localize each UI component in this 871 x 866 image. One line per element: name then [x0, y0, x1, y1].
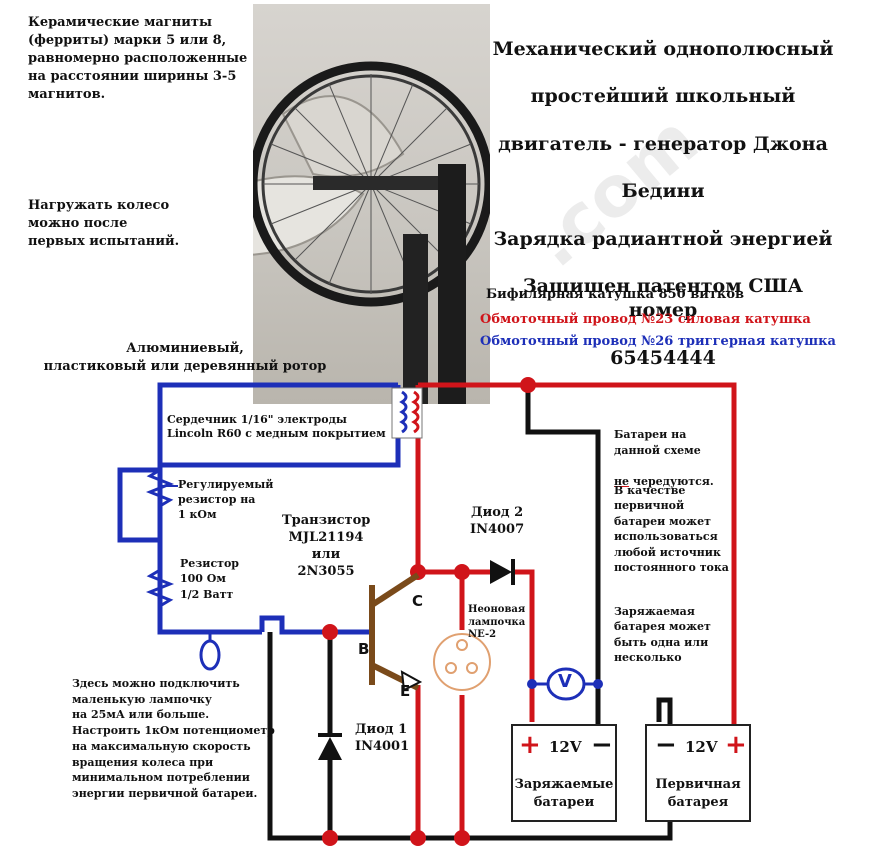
pin-e-label: E	[400, 682, 411, 700]
resistor-label: Резистор 100 Ом 1/2 Ватт	[180, 557, 239, 601]
charge-battery: + 12V − Заряжаемые батареи	[511, 724, 617, 822]
rotor-note: Алюминиевый, пластиковый или деревянный …	[43, 341, 327, 375]
diode2-symbol	[490, 559, 515, 585]
magnets-note: Керамические магниты (ферриты) марки 5 и…	[28, 15, 248, 102]
title-line-4: Бедини	[621, 180, 705, 203]
transistor-label: Транзистор MJL21194 или 2N3055	[282, 513, 371, 580]
load-wheel-note: Нагружать колесо можно после первых испы…	[28, 198, 180, 249]
wire-power-note: Обмоточный провод №23 силовая катушка	[480, 312, 811, 327]
neon-label: Неоновая лампочка NE-2	[468, 604, 526, 640]
primary-battery-label: Первичная батарея	[655, 777, 741, 810]
battery-note-part-2: чередуются.	[629, 474, 714, 488]
diode1-label: Диод 1 IN4001	[355, 722, 410, 754]
title-line-3: двигатель - генератор Джона	[498, 132, 828, 155]
title-line-2: простейший школьный	[530, 85, 796, 108]
variable-resistor-label: Регулируемый резистор на 1 кОм	[178, 478, 274, 521]
title-line-5: Зарядка радиантной энергией	[493, 227, 833, 250]
title-line-7: 65454444	[610, 346, 716, 369]
battery-note-part-1: Батареи на данной схеме	[614, 428, 701, 457]
charge-battery-label: Заряжаемые батареи	[514, 777, 614, 810]
variable-resistor-symbol	[145, 468, 175, 508]
resistor-symbol	[145, 568, 175, 608]
title-line-6: Защищен патентом США номер	[522, 275, 804, 321]
bulb-symbol	[199, 632, 221, 671]
primary-battery-voltage: 12V	[685, 738, 718, 756]
diode1-symbol	[318, 733, 342, 760]
battery-note: Батареи на данной схеме не чередуются.	[614, 412, 714, 489]
voltmeter-label: V	[558, 671, 572, 692]
core-note: Сердечник 1/16" электроды Lincoln R60 с …	[167, 413, 386, 442]
charge-battery-minus: −	[591, 730, 613, 760]
primary-battery-plus: +	[725, 730, 747, 760]
neon-lamp-symbol	[433, 633, 491, 691]
lamp-note: Здесь можно подключить маленькую лампочк…	[72, 677, 275, 801]
wheel-drawing	[253, 61, 490, 404]
bifilar-coil	[391, 387, 423, 439]
primary-battery: − 12V + Первичная батарея	[645, 724, 751, 822]
charge-battery-voltage: 12V	[549, 738, 582, 756]
title-line-1: Механический однополюсный	[492, 37, 834, 60]
primary-note: В качестве первичной батареи может испол…	[614, 484, 729, 574]
pin-c-label: C	[412, 592, 424, 610]
diode2-label: Диод 2 IN4007	[470, 505, 525, 537]
wheel-photo	[253, 4, 490, 404]
coil-note: Бифилярная катушка 850 витков	[486, 287, 745, 302]
battery-note-ne: не	[614, 474, 630, 488]
emitter-arrow	[400, 670, 423, 692]
diagram-title: Механический однополюсный простейший шко…	[488, 14, 838, 394]
wire-trigger-note: Обмоточный провод №26 триггерная катушка	[480, 334, 836, 349]
charge-battery-plus: +	[519, 730, 541, 760]
voltmeter-symbol	[527, 667, 603, 701]
charge-note: Заряжаемая батарея может быть одна или н…	[614, 605, 711, 665]
primary-battery-minus: −	[655, 730, 677, 760]
pin-b-label: B	[358, 640, 370, 658]
